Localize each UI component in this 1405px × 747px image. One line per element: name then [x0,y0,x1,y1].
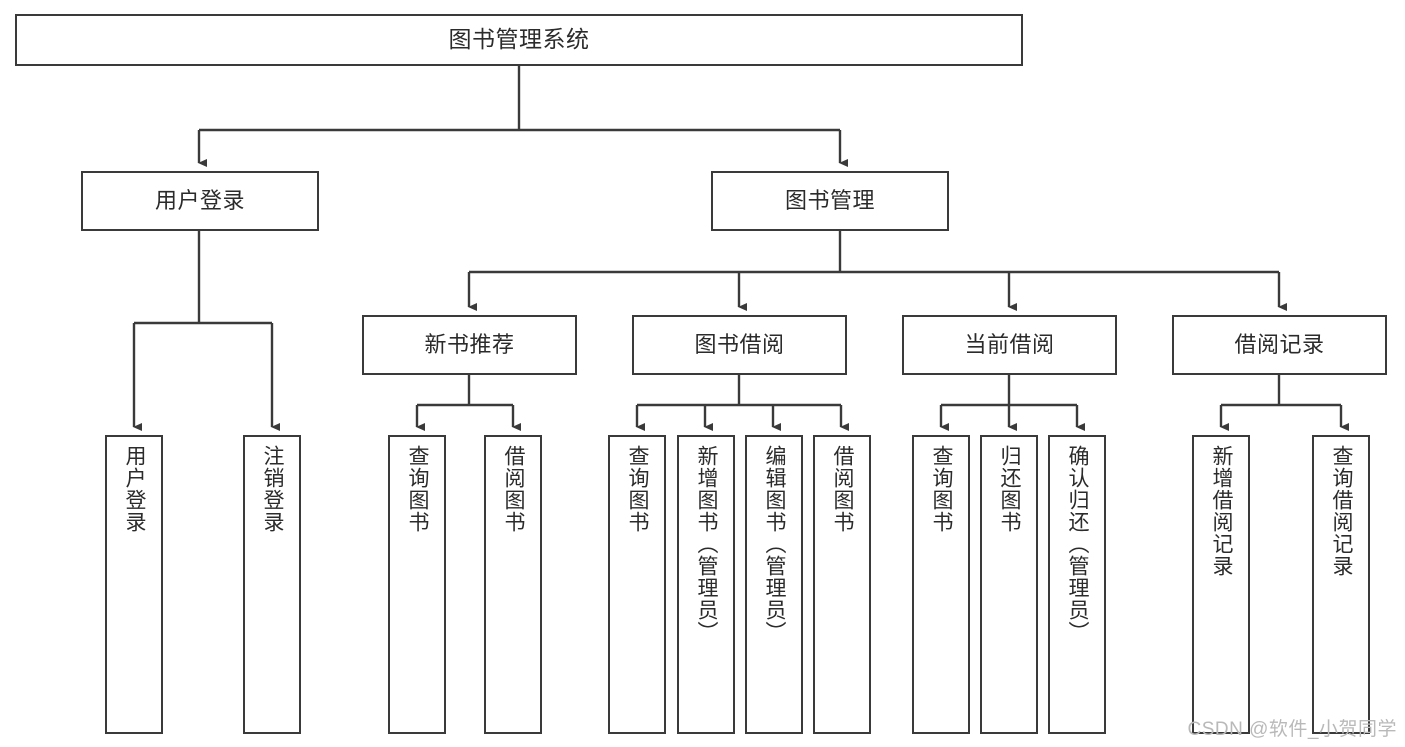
node-leaf-query-book-2[interactable]: 查询图书 [608,435,666,734]
node-leaf-add-book-label: 新增图书（管理员） [695,445,719,643]
node-leaf-query-book-1[interactable]: 查询图书 [388,435,446,734]
node-book-manage[interactable]: 图书管理 [711,171,949,231]
node-leaf-confirm-return[interactable]: 确认归还（管理员） [1048,435,1106,734]
node-book-borrow-label: 图书借阅 [694,331,785,357]
node-current-borrow[interactable]: 当前借阅 [902,315,1117,375]
node-leaf-borrow-book-2[interactable]: 借阅图书 [813,435,871,734]
node-leaf-query-book-2-label: 查询图书 [626,445,650,533]
node-leaf-confirm-return-label: 确认归还（管理员） [1066,445,1090,643]
node-leaf-borrow-book-2-label: 借阅图书 [831,445,855,533]
node-leaf-query-book-3[interactable]: 查询图书 [912,435,970,734]
node-leaf-borrow-book-1[interactable]: 借阅图书 [484,435,542,734]
watermark-text: CSDN @软件_小贺同学 [1187,719,1397,740]
node-new-book-recommend[interactable]: 新书推荐 [362,315,577,375]
node-leaf-add-record-label: 新增借阅记录 [1210,445,1234,577]
node-leaf-return-book[interactable]: 归还图书 [980,435,1038,734]
node-book-manage-label: 图书管理 [784,187,875,213]
node-leaf-user-login-label: 用户登录 [123,445,147,533]
node-leaf-logout-login[interactable]: 注销登录 [243,435,301,734]
node-root-label: 图书管理系统 [448,26,590,53]
node-borrow-record-label: 借阅记录 [1234,331,1325,357]
node-leaf-query-record[interactable]: 查询借阅记录 [1312,435,1370,734]
node-leaf-query-book-3-label: 查询图书 [930,445,954,533]
node-leaf-logout-login-label: 注销登录 [261,445,285,533]
node-leaf-user-login[interactable]: 用户登录 [105,435,163,734]
node-leaf-query-book-1-label: 查询图书 [406,445,430,533]
node-leaf-edit-book-label: 编辑图书（管理员） [763,445,787,643]
node-leaf-query-record-label: 查询借阅记录 [1330,445,1354,577]
node-user-login-label: 用户登录 [154,187,245,213]
node-user-login[interactable]: 用户登录 [81,171,319,231]
node-book-borrow[interactable]: 图书借阅 [632,315,847,375]
node-leaf-return-book-label: 归还图书 [998,445,1022,533]
node-leaf-add-record[interactable]: 新增借阅记录 [1192,435,1250,734]
node-root[interactable]: 图书管理系统 [15,14,1023,66]
node-new-book-recommend-label: 新书推荐 [424,331,515,357]
node-leaf-edit-book[interactable]: 编辑图书（管理员） [745,435,803,734]
node-current-borrow-label: 当前借阅 [964,331,1055,357]
node-borrow-record[interactable]: 借阅记录 [1172,315,1387,375]
node-leaf-add-book[interactable]: 新增图书（管理员） [677,435,735,734]
node-leaf-borrow-book-1-label: 借阅图书 [502,445,526,533]
